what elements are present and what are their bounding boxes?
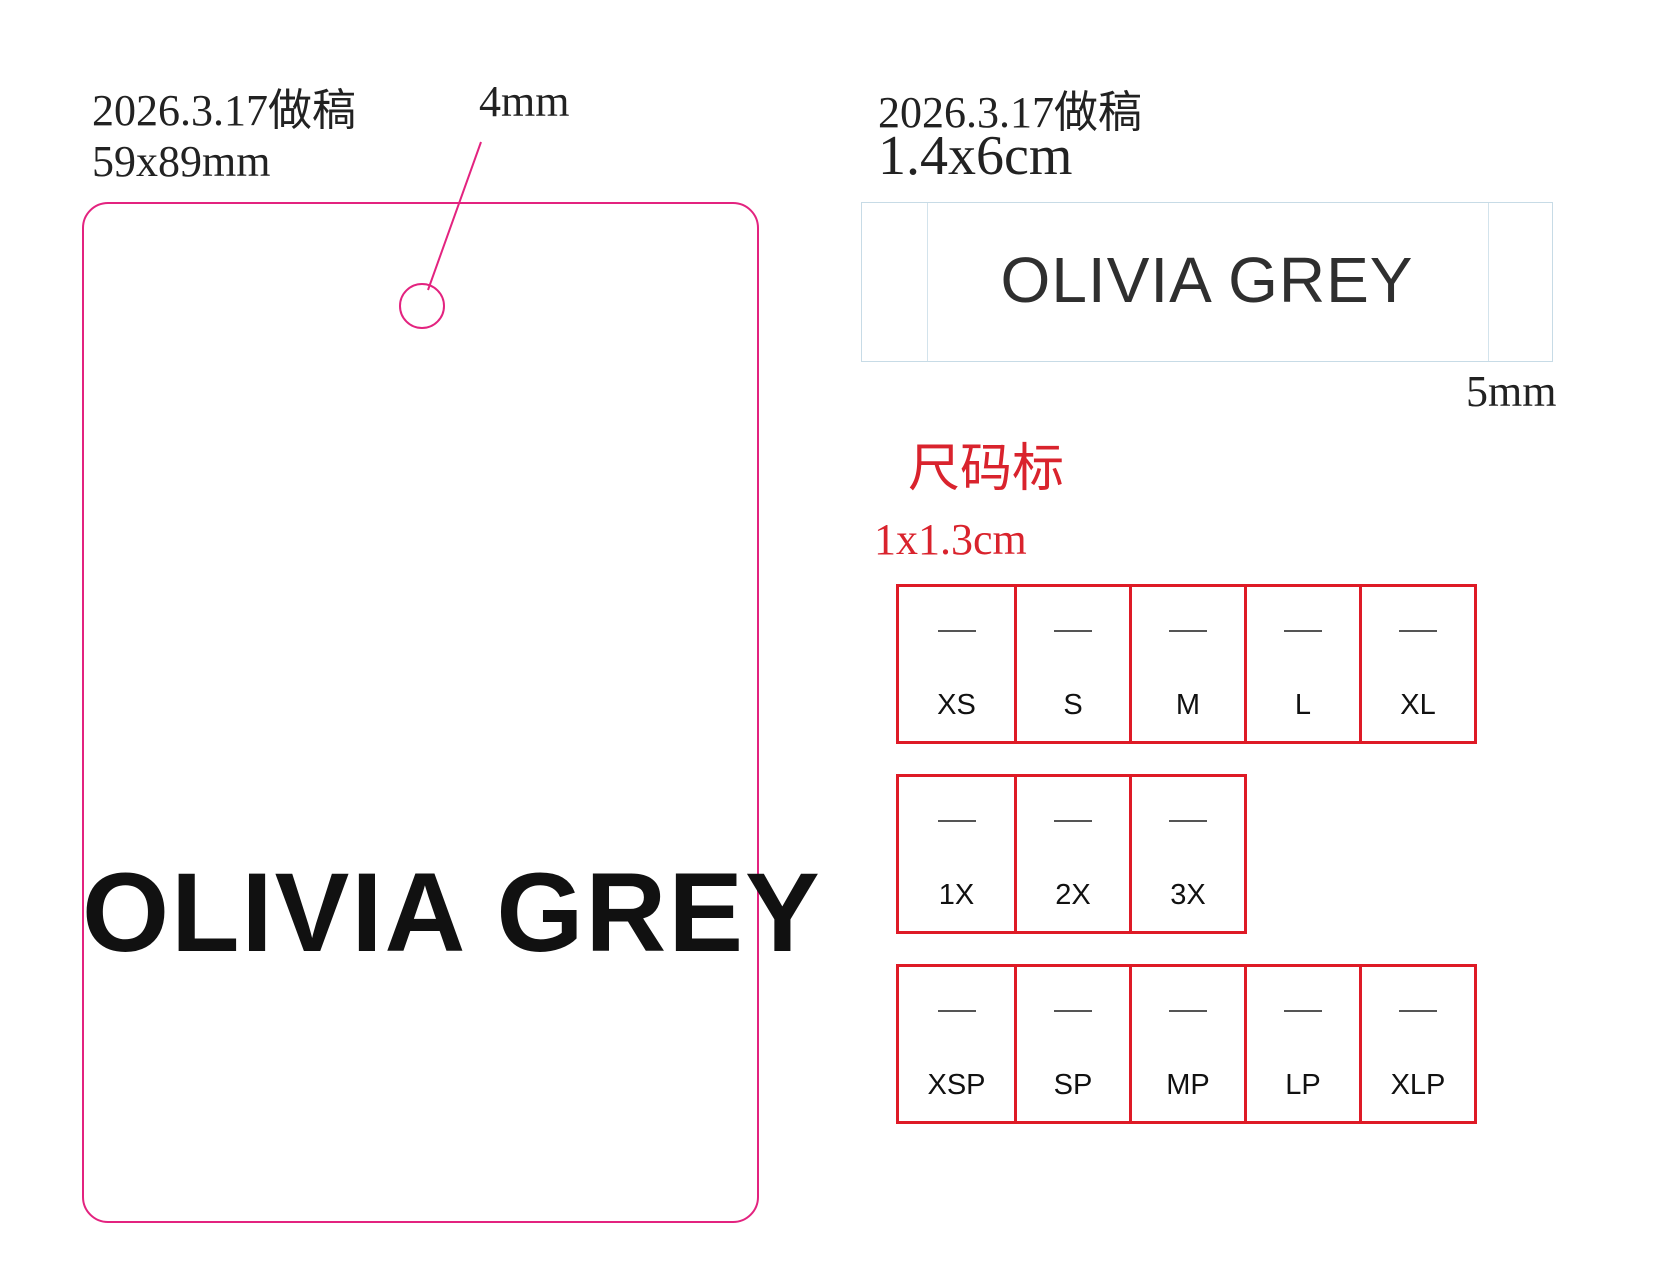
- hangtag-brand-logo: OLIVIA GREY: [82, 850, 822, 975]
- dash-mark: [1399, 1010, 1437, 1012]
- size-cell: 3X: [1129, 777, 1244, 931]
- size-text: XS: [937, 689, 976, 721]
- woven-label-outline: OLIVIA GREY: [861, 202, 1553, 362]
- hangtag-dimensions: 59x89mm: [92, 137, 271, 186]
- size-text: MP: [1166, 1069, 1210, 1101]
- hangtag-date-note: 2026.3.17做稿: [92, 86, 356, 135]
- woven-brand-logo: OLIVIA GREY: [1000, 244, 1414, 316]
- dash-mark: [1169, 820, 1207, 822]
- fold-line-left: [927, 203, 928, 361]
- size-text: XL: [1400, 689, 1436, 721]
- size-cell: MP: [1129, 967, 1244, 1121]
- size-cell: M: [1129, 587, 1244, 741]
- size-cell: XS: [899, 587, 1014, 741]
- fold-allowance-label: 5mm: [1466, 367, 1557, 416]
- size-cell: XLP: [1359, 967, 1474, 1121]
- size-text: M: [1175, 689, 1201, 721]
- woven-date-note: 2026.3.17做稿: [878, 88, 1142, 137]
- size-label-dimensions: 1x1.3cm: [874, 515, 1027, 564]
- size-cell: XSP: [899, 967, 1014, 1121]
- size-text: 1X: [938, 879, 975, 911]
- size-cell: L: [1244, 587, 1359, 741]
- dash-mark: [1054, 1010, 1092, 1012]
- dash-mark: [937, 820, 976, 822]
- size-text: L: [1294, 689, 1312, 721]
- size-text: S: [1063, 689, 1083, 721]
- hang-tag-outline: [82, 202, 759, 1223]
- fold-line-right: [1488, 203, 1489, 361]
- size-cell: 1X: [899, 777, 1014, 931]
- hole-size-label: 4mm: [479, 77, 570, 126]
- dash-mark: [937, 1010, 976, 1012]
- size-cell: XL: [1359, 587, 1474, 741]
- dash-mark: [1169, 630, 1207, 632]
- size-text: LP: [1285, 1069, 1321, 1101]
- size-text: 3X: [1170, 879, 1206, 911]
- size-row-plus: 1X 2X 3X: [896, 774, 1247, 934]
- size-label-title: 尺码标: [908, 441, 1065, 498]
- dash-mark: [1284, 1010, 1322, 1012]
- size-text: XLP: [1390, 1069, 1446, 1101]
- size-text: XSP: [927, 1069, 986, 1101]
- size-cell: 2X: [1014, 777, 1129, 931]
- size-cell: S: [1014, 587, 1129, 741]
- dash-mark: [937, 630, 976, 632]
- dash-mark: [1054, 820, 1092, 822]
- size-text: 2X: [1055, 879, 1091, 911]
- hang-hole-circle: [399, 283, 445, 329]
- dash-mark: [1399, 630, 1437, 632]
- dash-mark: [1054, 630, 1092, 632]
- size-text: SP: [1053, 1069, 1093, 1101]
- size-row-regular: XS S M L XL: [896, 584, 1477, 744]
- woven-dimensions: 1.4x6cm: [878, 125, 1073, 187]
- size-row-petite: XSP SP MP LP XLP: [896, 964, 1477, 1124]
- dash-mark: [1169, 1010, 1207, 1012]
- size-cell: LP: [1244, 967, 1359, 1121]
- size-cell: SP: [1014, 967, 1129, 1121]
- dash-mark: [1284, 630, 1322, 632]
